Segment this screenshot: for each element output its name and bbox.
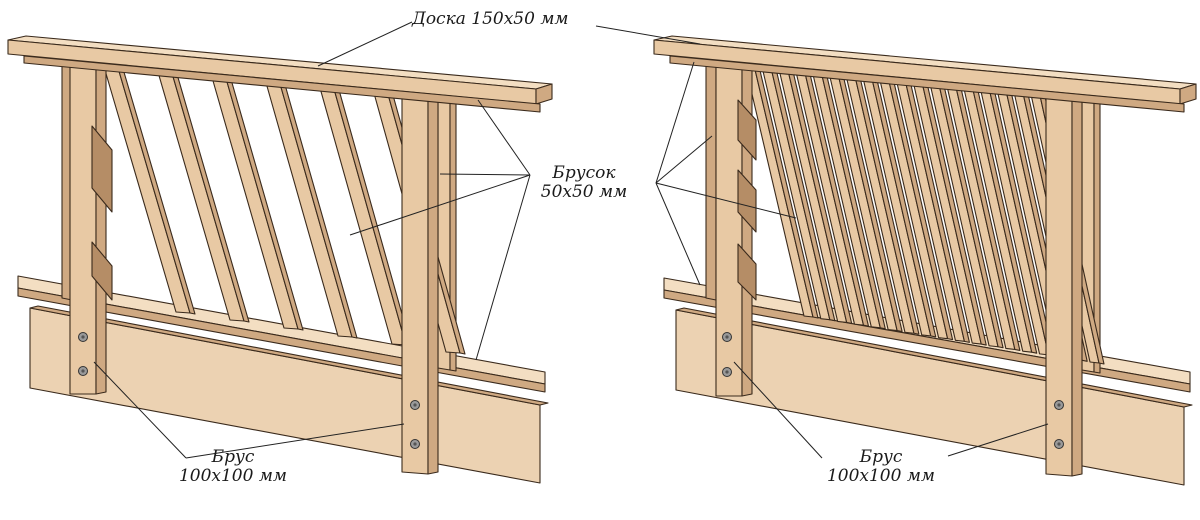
- leader-lines: [93, 21, 1049, 459]
- board-label: Доска 150х50 мм: [412, 9, 569, 29]
- right-back-bar-left: [705, 61, 717, 301]
- beam-label-right-line-2: 100х100 мм: [826, 466, 936, 486]
- left-diagonal-slats: [101, 59, 466, 355]
- left-post-1: [69, 57, 97, 395]
- beam-label-right: Брус 100х100 мм: [816, 448, 946, 486]
- beam-label-left-line-2: 100х100 мм: [178, 466, 288, 486]
- beam-label-right-line-1: Брус: [859, 447, 903, 467]
- bar-label-line-1: Брусок: [552, 163, 616, 183]
- bar-label: Брусок 50х50 мм: [536, 164, 632, 202]
- right-fence-panel: [653, 35, 1197, 486]
- left-bolts: [78, 332, 420, 449]
- right-bolts: [722, 332, 1064, 449]
- right-post-2: [1045, 91, 1073, 477]
- right-diagonal-slats: [743, 59, 1105, 365]
- beam-label-left-line-1: Брус: [211, 447, 255, 467]
- left-post-2: [401, 91, 429, 475]
- left-fence-panel: [7, 35, 553, 484]
- bar-label-line-2: 50х50 мм: [540, 182, 628, 202]
- beam-label-left: Брус 100х100 мм: [168, 448, 298, 486]
